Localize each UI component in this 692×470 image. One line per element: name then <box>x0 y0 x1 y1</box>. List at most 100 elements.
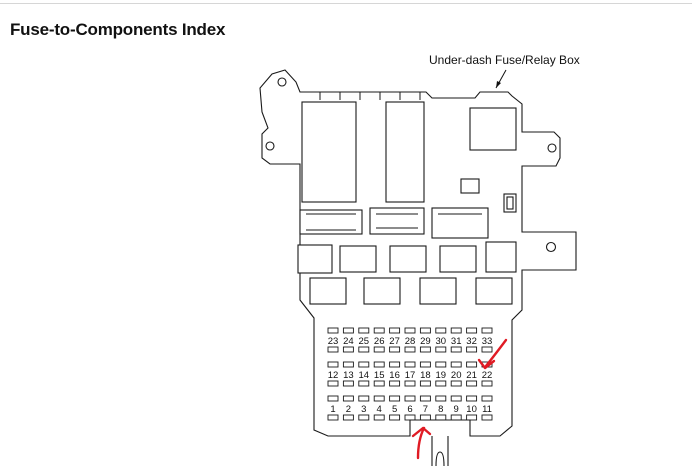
fuse-slot-top <box>373 395 385 402</box>
maxi-fuse-4 <box>439 245 477 273</box>
maxi-fuse-row <box>297 241 517 274</box>
fuse-slot-bottom <box>466 380 478 387</box>
fuse-slot-bottom <box>450 380 462 387</box>
fuse-slot-top <box>435 395 447 402</box>
fuse-slot-top <box>435 361 447 368</box>
fuse-number-label: 20 <box>451 370 462 381</box>
fuse-slot-bottom <box>358 380 370 387</box>
fuse-slot-bottom <box>466 346 478 353</box>
fuse-slot-top <box>481 395 493 402</box>
fuse-number-label: 9 <box>454 404 459 415</box>
fuse-number-label: 4 <box>377 404 382 415</box>
fuse-box-callout-label: Under-dash Fuse/Relay Box <box>429 53 580 67</box>
fuse-number-label: 3 <box>361 404 366 415</box>
fuse-number-label: 19 <box>436 370 447 381</box>
fuse-slot-top <box>389 327 401 334</box>
fuse-slot-top <box>450 395 462 402</box>
fuse-number-label: 22 <box>482 370 493 381</box>
fuse-number-label: 33 <box>482 336 493 347</box>
fuse-slot-bottom <box>466 414 478 421</box>
fuse-slot-top <box>466 361 478 368</box>
fuse-slot-bottom <box>342 346 354 353</box>
fuse-slot-bottom <box>373 380 385 387</box>
fuse-slot-bottom <box>389 346 401 353</box>
fuse-slot-top <box>419 395 431 402</box>
large-fuse-4 <box>475 277 513 305</box>
fuse-box-housing <box>259 69 577 467</box>
fuse-number-label: 2 <box>346 404 351 415</box>
fuse-slot-bottom <box>481 414 493 421</box>
fuse-number-label: 14 <box>359 370 370 381</box>
fuse-number-label: 27 <box>389 336 400 347</box>
red-arrow-upper <box>484 338 508 368</box>
fuse-slot-bottom <box>404 414 416 421</box>
fuse-slot-bottom <box>404 346 416 353</box>
fuse-number-label: 28 <box>405 336 416 347</box>
fuse-number-label: 32 <box>466 336 477 347</box>
fuse-slot-top <box>450 327 462 334</box>
fuse-slot-bottom <box>481 346 493 353</box>
top-divider <box>0 3 692 4</box>
fuse-number-label: 8 <box>438 404 443 415</box>
fuse-slot-bottom <box>419 414 431 421</box>
fuse-number-label: 10 <box>466 404 477 415</box>
fuse-slot-top <box>435 327 447 334</box>
fuse-number-label: 1 <box>330 404 335 415</box>
fuse-number-label: 11 <box>482 404 492 415</box>
fuse-slot-bottom <box>327 380 339 387</box>
relay-large-2 <box>385 101 425 203</box>
fuse-number-label: 25 <box>359 336 370 347</box>
fuse-number-label: 23 <box>328 336 339 347</box>
fuse-slot-bottom <box>358 414 370 421</box>
maxi-fuse-1 <box>297 244 333 274</box>
large-fuse-row <box>309 277 513 305</box>
fuse-number-label: 18 <box>420 370 431 381</box>
fuse-slot-bottom <box>450 414 462 421</box>
relay-mini <box>460 178 480 194</box>
fuse-slot-top <box>327 395 339 402</box>
fuse-slot-bottom <box>342 414 354 421</box>
relay-large-1 <box>301 101 357 203</box>
fuse-slot-bottom <box>373 346 385 353</box>
maxi-fuse-3 <box>389 245 427 273</box>
connector-2 <box>369 207 425 235</box>
fuse-number-label: 16 <box>389 370 400 381</box>
fuse-slot-bottom <box>404 380 416 387</box>
fuse-slot-bottom <box>358 346 370 353</box>
fuse-number-label: 31 <box>451 336 462 347</box>
fuse-number-label: 29 <box>420 336 431 347</box>
large-fuse-2 <box>363 277 401 305</box>
fuse-slot-top <box>450 361 462 368</box>
fuse-slot-top <box>327 361 339 368</box>
fuse-number-label: 15 <box>374 370 385 381</box>
connector-3 <box>431 207 489 239</box>
fuse-slot-top <box>389 361 401 368</box>
fuse-slot-bottom <box>481 380 493 387</box>
fuse-number-label: 24 <box>343 336 354 347</box>
red-arrowhead-lower <box>411 426 432 438</box>
fuse-number-label: 5 <box>392 404 397 415</box>
annotation-arrows <box>411 338 508 460</box>
fuse-slot-top <box>358 361 370 368</box>
fuse-slot-top <box>373 327 385 334</box>
relay-small-1 <box>469 107 517 151</box>
fuse-number-label: 17 <box>405 370 416 381</box>
fuse-slot-bottom <box>435 380 447 387</box>
maxi-fuse-2 <box>339 245 377 273</box>
fuse-slot-bottom <box>327 414 339 421</box>
fuse-slot-top <box>419 361 431 368</box>
fuse-slot-top <box>419 327 431 334</box>
red-arrowhead-upper <box>477 358 496 370</box>
fuse-slot-top <box>389 395 401 402</box>
fuse-slot-top <box>404 327 416 334</box>
fuse-slot-bottom <box>327 346 339 353</box>
fuse-slot-top <box>358 395 370 402</box>
fuse-slot-bottom <box>342 380 354 387</box>
relay-group <box>301 101 517 213</box>
large-fuse-3 <box>419 277 457 305</box>
fuse-slot-top <box>342 361 354 368</box>
fuse-slot-top <box>342 327 354 334</box>
callout-arrowhead <box>496 81 501 88</box>
